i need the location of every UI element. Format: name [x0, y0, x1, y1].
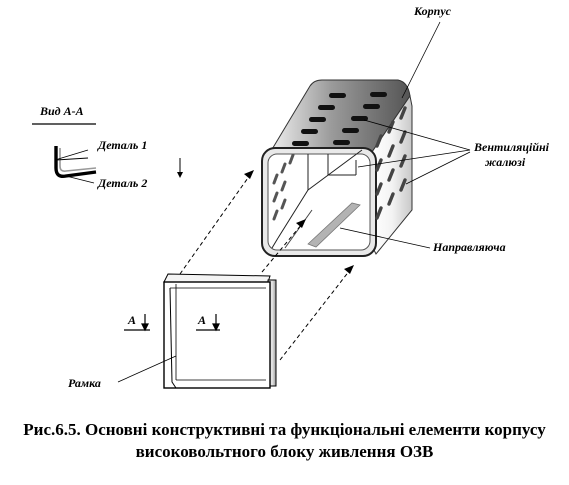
vent-slot [318, 105, 335, 110]
assembly-arrows [179, 174, 351, 361]
section-view-aa [32, 123, 183, 184]
vent-slot [370, 92, 387, 97]
vent-slot [272, 191, 279, 203]
vent-slot [272, 209, 279, 221]
vent-slot [292, 141, 309, 146]
vent-slot [280, 180, 287, 192]
label-detal-1: Деталь 1 [98, 138, 148, 152]
vent-slot [342, 128, 359, 133]
top-vents [292, 92, 387, 146]
vent-slot [333, 140, 350, 145]
housing-interior [271, 149, 363, 249]
vent-slot [301, 129, 318, 134]
vent-slot [399, 178, 407, 192]
vent-slot [387, 144, 395, 158]
vent-slot [280, 198, 287, 210]
vent-slot [329, 93, 346, 98]
assembly-arrowheads [244, 170, 354, 274]
vent-slot [387, 192, 395, 206]
label-ventyl-2: жалюзі [485, 155, 526, 169]
vent-slot [399, 154, 407, 168]
vent-slot [309, 117, 326, 122]
vent-slot [399, 130, 407, 144]
housing-top-face [267, 79, 411, 157]
vent-slot [363, 104, 380, 109]
vent-slot [375, 158, 383, 172]
vent-slot [375, 206, 383, 220]
vent-slot [375, 182, 383, 196]
label-section-a-right: А [198, 313, 207, 327]
label-napravliacha: Направляюча [433, 240, 506, 254]
figure-caption-line-1: Рис.6.5. Основні конструктивні та функці… [23, 420, 546, 439]
housing [261, 79, 413, 257]
label-korpus: Корпус [414, 4, 452, 18]
vent-slot [387, 168, 395, 182]
vent-slot [280, 162, 287, 174]
guide-rail [307, 202, 361, 248]
part-1-profile [54, 146, 97, 179]
label-section-a-left: А [128, 313, 137, 327]
vent-slot [375, 134, 383, 148]
label-detal-2: Деталь 2 [98, 176, 148, 190]
housing-front-opening [267, 153, 371, 251]
frame-body [163, 281, 271, 389]
assembly-arrow [179, 174, 251, 275]
side-vents [375, 106, 407, 220]
section-marks [124, 314, 220, 332]
assembly-arrow [261, 223, 303, 273]
label-ventyl-1: Вентиляційні [474, 140, 550, 154]
label-ramka: Рамка [68, 376, 101, 390]
leader-lines [117, 21, 471, 383]
assembly-arrow [279, 269, 351, 361]
part-2-profile [59, 148, 97, 172]
vent-slot [272, 173, 279, 185]
frame-top-edge [163, 273, 271, 283]
frame [163, 273, 277, 389]
front-vents [272, 153, 295, 221]
figure-caption-line-2: високовольтного блоку живлення ОЗВ [135, 442, 434, 461]
label-vyd-aa: Вид А-А [40, 104, 84, 118]
vent-slot [288, 153, 295, 165]
vent-slot [351, 116, 368, 121]
vent-slot [399, 106, 407, 120]
vent-slot [387, 120, 395, 134]
